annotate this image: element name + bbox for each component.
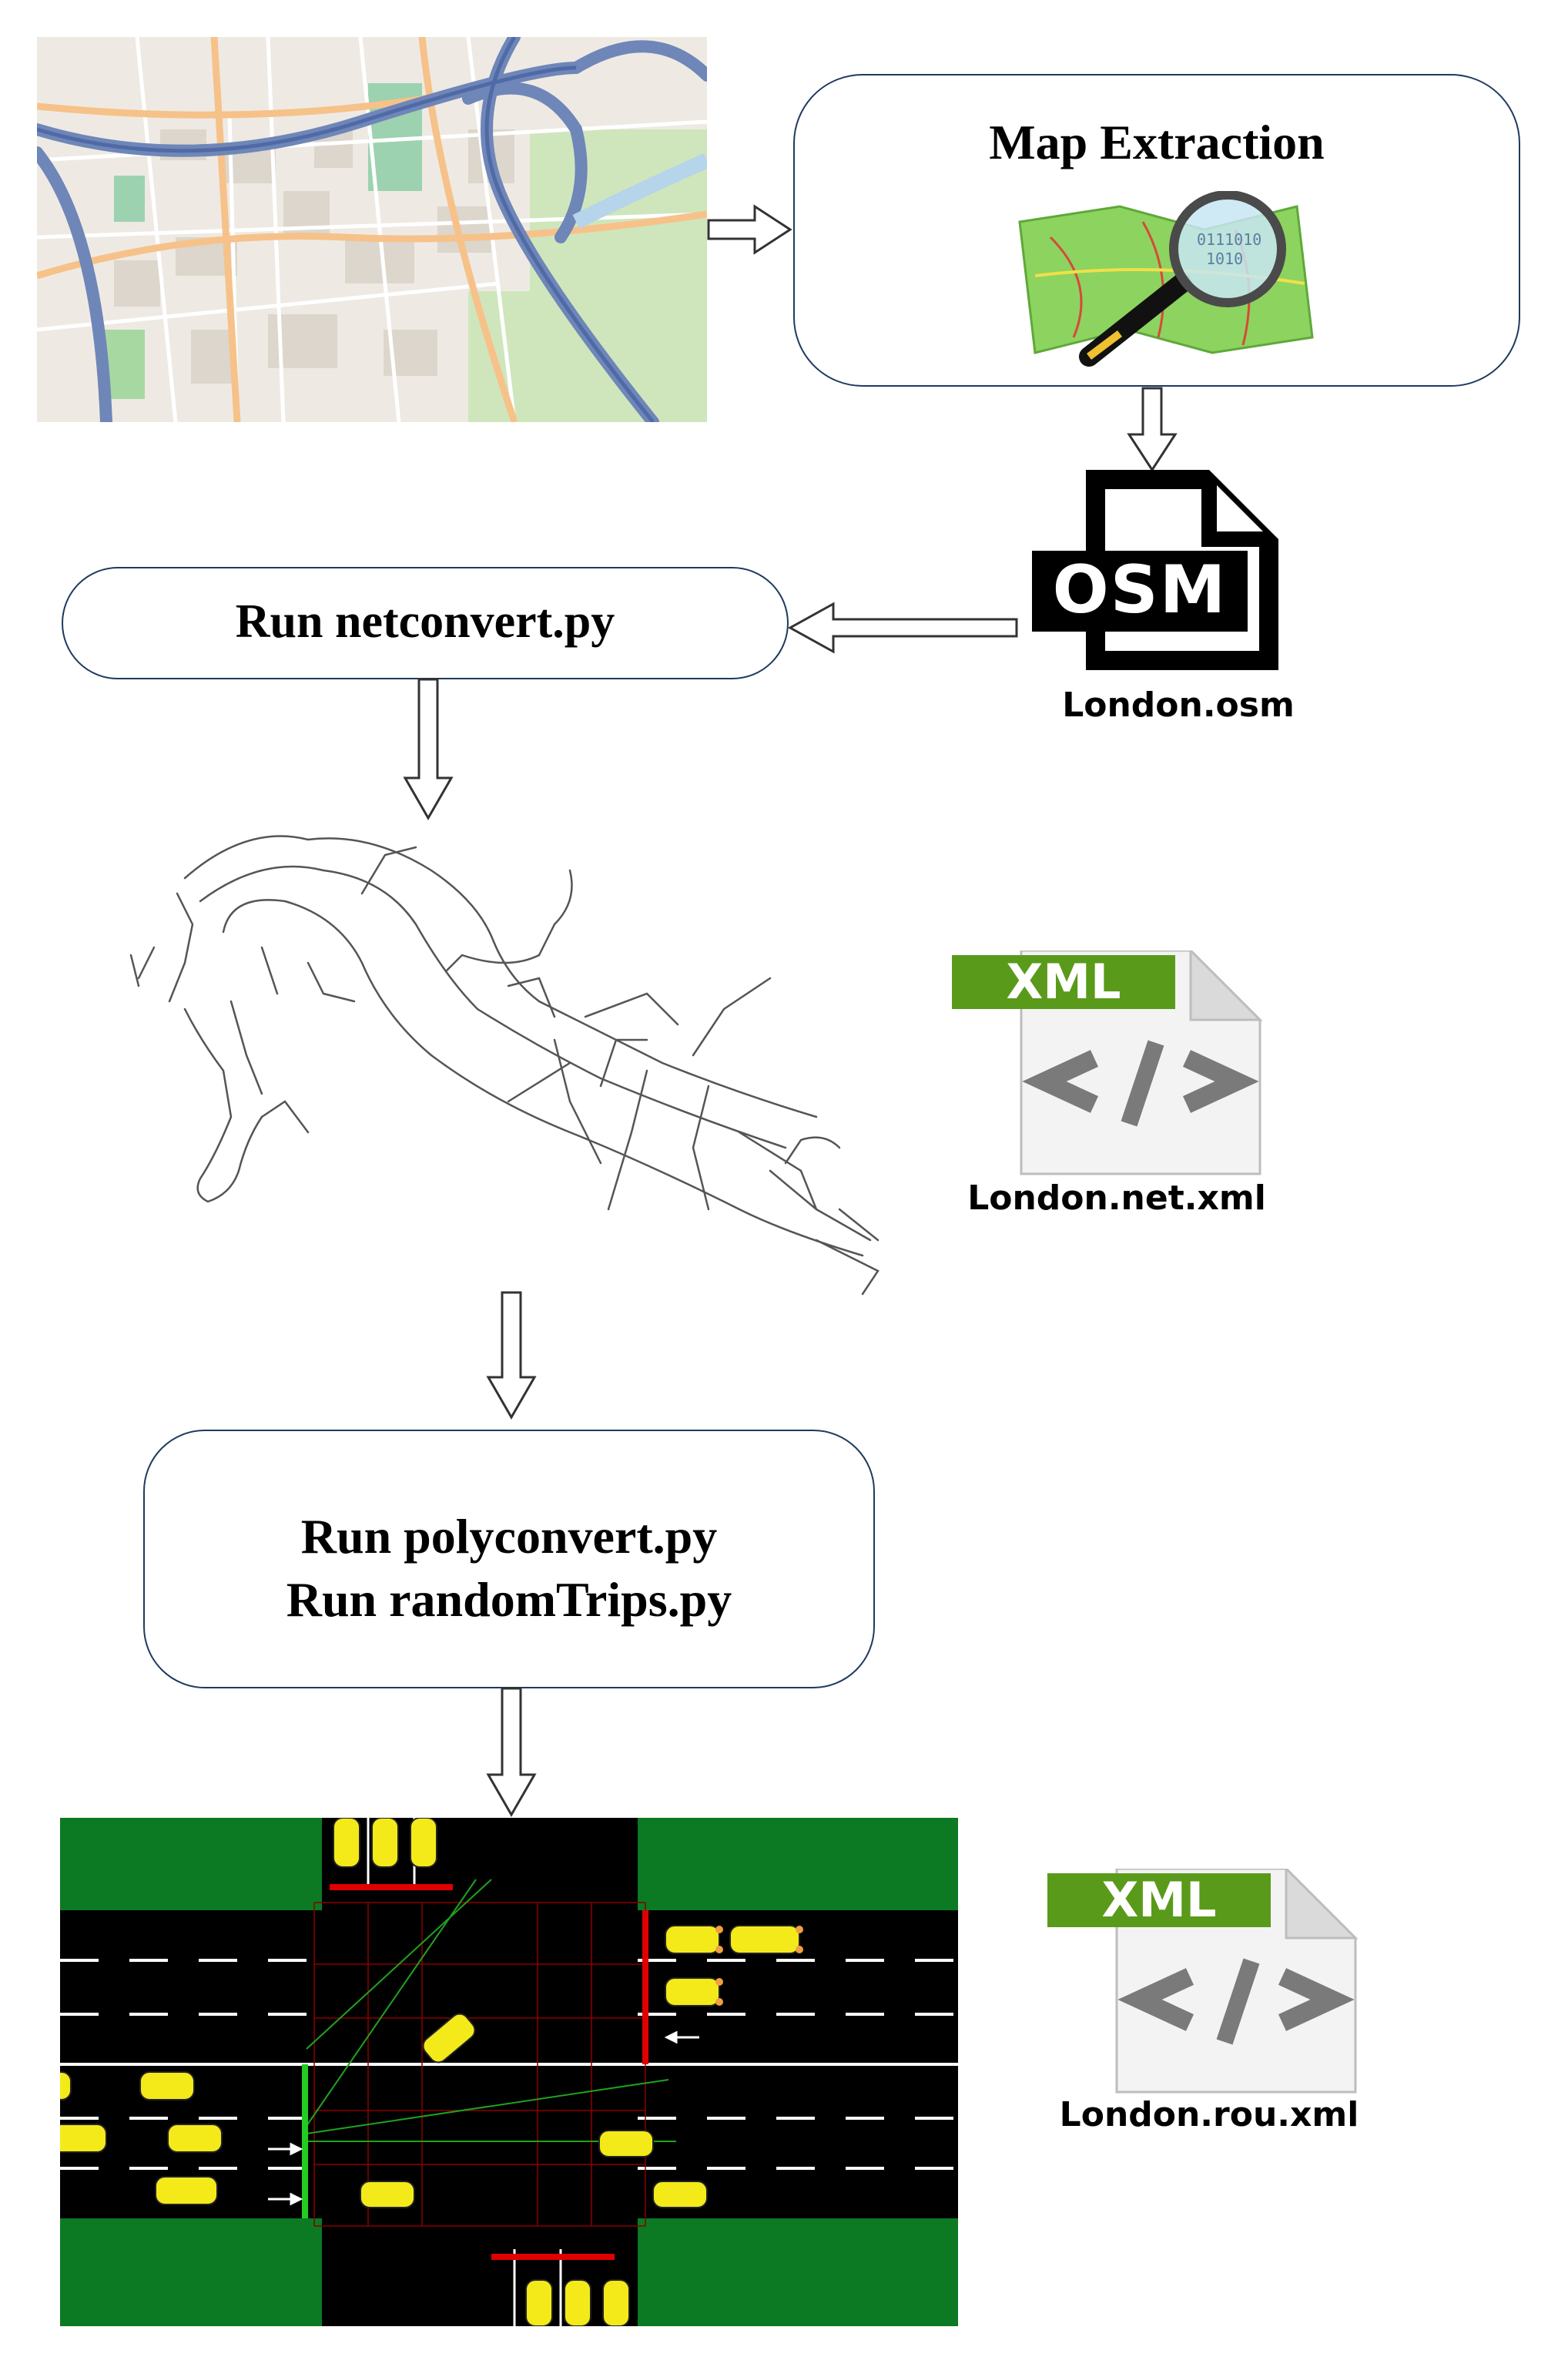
- netconvert-box: Run netconvert.py: [62, 567, 789, 679]
- map-search-icon: 0111010 1010: [1018, 191, 1314, 367]
- arrow-netconvert-to-network: [403, 678, 454, 821]
- osm-file-name: London.osm: [1062, 686, 1295, 725]
- rou-file-name: London.rou.xml: [1059, 2095, 1359, 2134]
- osm-badge-text: OSM: [1052, 552, 1228, 629]
- arrow-osm-to-netconvert: [787, 602, 1018, 654]
- rou-xml-file-icon: XML: [1047, 1869, 1363, 2100]
- osm-file-icon: OSM: [1032, 462, 1302, 678]
- osm-map-image: [37, 37, 707, 422]
- net-file-name: London.net.xml: [967, 1178, 1266, 1218]
- map-extraction-box: Map Extraction 0111010 1010: [793, 74, 1520, 387]
- arrow-extraction-to-osm: [1127, 387, 1178, 472]
- net-xml-file-icon: XML: [952, 951, 1268, 1182]
- randomtrips-title: Run randomTrips.py: [286, 1572, 732, 1627]
- polyconvert-randomtrips-box: Run polyconvert.py Run randomTrips.py: [143, 1430, 875, 1688]
- road-network-graph: [129, 835, 879, 1296]
- svg-text:0111010: 0111010: [1197, 230, 1261, 249]
- arrow-network-to-polyconvert: [486, 1291, 537, 1420]
- polyconvert-title: Run polyconvert.py: [300, 1509, 718, 1564]
- svg-text:1010: 1010: [1206, 250, 1243, 268]
- netconvert-title: Run netconvert.py: [235, 595, 615, 648]
- net-xml-badge-text: XML: [1006, 954, 1121, 1010]
- rou-xml-badge-text: XML: [1101, 1872, 1217, 1928]
- arrow-polyconvert-to-simulation: [486, 1687, 537, 1818]
- arrow-map-to-extraction: [707, 204, 792, 255]
- map-extraction-title: Map Extraction: [989, 115, 1325, 169]
- intersection-simulation-view: [60, 1818, 958, 2326]
